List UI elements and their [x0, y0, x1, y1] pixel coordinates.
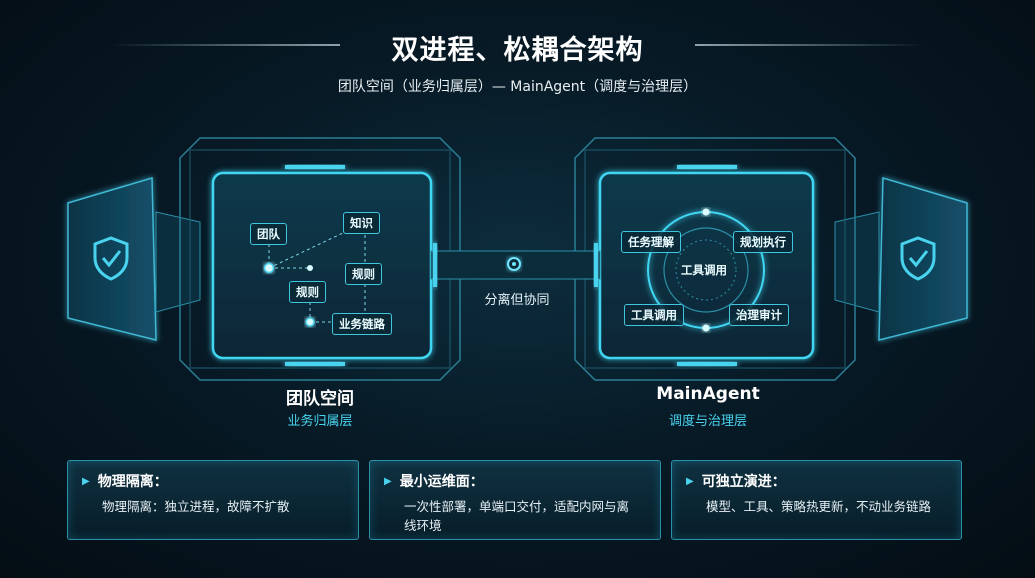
triangle-right-icon: ▶ — [384, 475, 392, 487]
left-panel — [211, 171, 433, 360]
node-task-understanding: 任务理解 — [621, 231, 681, 253]
left-panel-name: 团队空间 — [286, 389, 354, 409]
node-business-chain: 业务链路 — [332, 313, 392, 335]
bridge-connector — [430, 243, 601, 287]
node-governance-audit: 治理审计 — [729, 304, 789, 326]
node-rules: 规则 — [345, 263, 382, 285]
left-panel-bottom-light — [285, 362, 345, 366]
card-title: 可独立演进： — [701, 474, 786, 490]
node-knowledge: 知识 — [343, 212, 380, 234]
triangle-right-icon: ▶ — [82, 475, 90, 487]
page-subtitle: 团队空间（业务归属层）— MainAgent（调度与治理层） — [337, 79, 698, 95]
card-title: 最小运维面： — [399, 474, 484, 490]
node-rules-secondary: 规则 — [289, 281, 326, 303]
feature-card-ops: ▶ 最小运维面： 一次性部署，单端口交付，适配内网与离线环境 — [369, 460, 661, 540]
network-node-dot — [307, 265, 313, 271]
left-panel-frame — [179, 137, 461, 381]
title-decor-right — [695, 44, 925, 46]
orbit-node-dot — [702, 208, 710, 216]
node-plan-execute: 规划执行 — [733, 231, 793, 253]
feature-card-evolution: ▶ 可独立演进： 模型、工具、策略热更新，不动业务链路 — [671, 460, 962, 540]
node-tool-call-center: 工具调用 — [681, 263, 727, 277]
right-wing — [834, 177, 968, 341]
title-decor-left — [110, 44, 340, 46]
orbit-node-dot — [702, 324, 710, 332]
node-tool-call: 工具调用 — [624, 304, 684, 326]
right-panel-frame — [574, 137, 856, 381]
bridge-label: 分离但协同 — [484, 293, 550, 308]
card-body: 物理隔离：独立进程，故障不扩散 — [102, 499, 290, 514]
card-title: 物理隔离： — [97, 474, 168, 490]
page-title: 双进程、松耦合架构 — [391, 35, 644, 66]
shield-check-icon — [900, 236, 936, 281]
left-panel-top-light — [285, 165, 345, 169]
right-panel-name: MainAgent — [656, 384, 760, 404]
triangle-right-icon: ▶ — [686, 475, 694, 487]
card-body: 模型、工具、策略热更新，不动业务链路 — [706, 499, 932, 514]
feature-card-isolation: ▶ 物理隔离： 物理隔离：独立进程，故障不扩散 — [67, 460, 359, 540]
left-panel-sub: 业务归属层 — [287, 414, 353, 429]
right-panel-top-light — [677, 165, 737, 169]
card-body: 一次性部署，单端口交付，适配内网与离线环境 — [404, 499, 630, 533]
network-node-dot — [263, 262, 275, 274]
right-panel-bottom-light — [677, 362, 737, 366]
shield-check-icon — [93, 236, 129, 281]
node-team: 团队 — [250, 223, 287, 245]
right-panel-sub: 调度与治理层 — [668, 414, 747, 429]
network-node-dot — [305, 317, 315, 327]
